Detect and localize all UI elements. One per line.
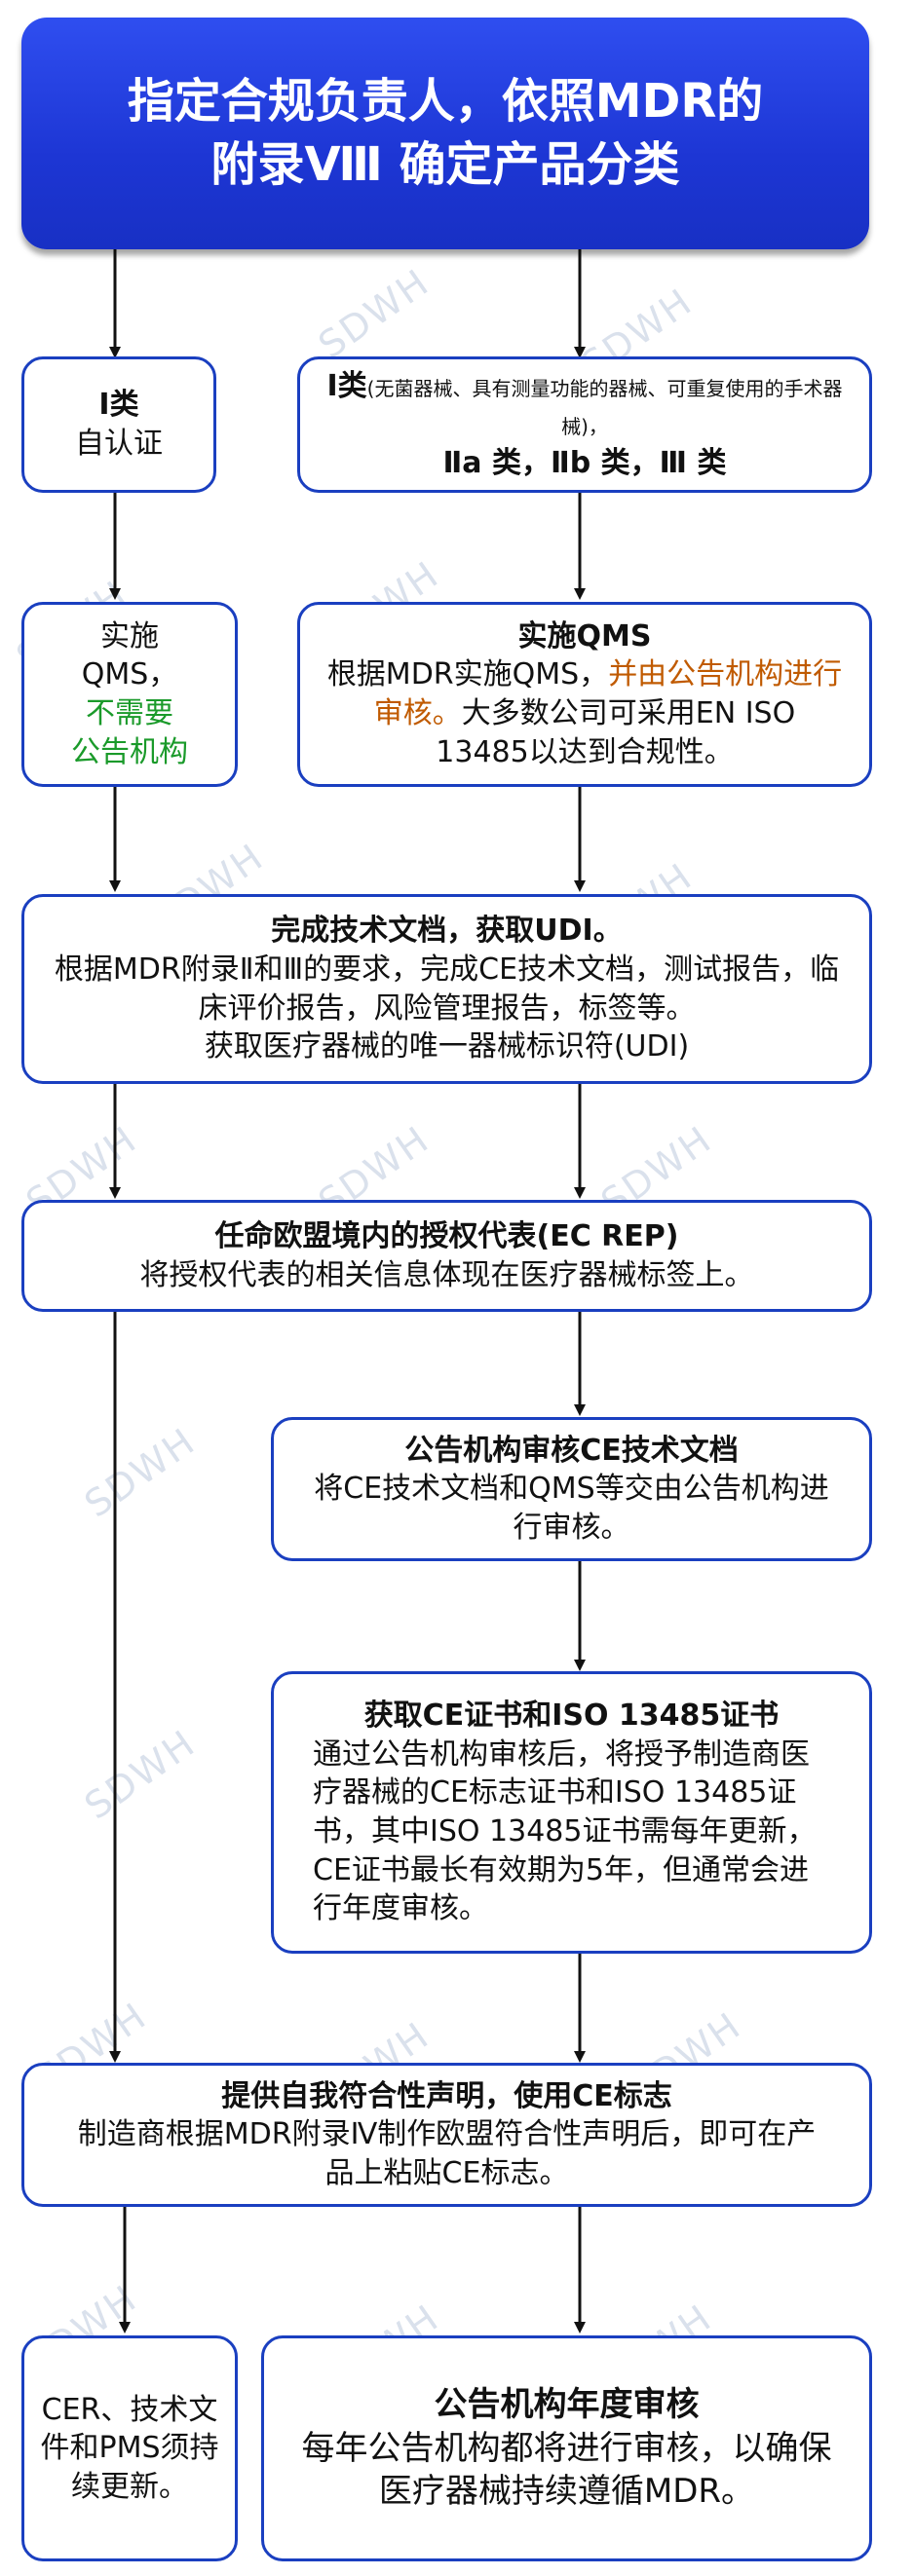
qms-right-text-a: 根据MDR实施QMS， (326, 657, 609, 692)
qms-right-text-orange: 并由公告机构进行审核。 (373, 657, 843, 730)
ec-rep-line: 将授权代表的相关信息体现在医疗器械标签上。 (139, 1257, 754, 1292)
class-i-title: Ⅰ类 (98, 388, 139, 423)
qms-no-nb-box: 实施 QMS， 不需要 公告机构 (21, 602, 238, 787)
qms-left-line2: QMS， (81, 657, 178, 692)
qms-with-nb-box: 实施QMS 根据MDR实施QMS，并由公告机构进行审核。大多数公司可采用EN I… (297, 602, 872, 787)
tech-docs-line2: 获取医疗器械的唯一器械标识符(UDI) (204, 1029, 690, 1064)
nb-review-box: 公告机构审核CE技术文档 将CE技术文档和QMS等交由公告机构进行审核。 (271, 1417, 872, 1561)
class-i-self-cert-box: Ⅰ类 自认证 (21, 356, 216, 493)
tech-docs-box: 完成技术文档，获取UDI。 根据MDR附录Ⅱ和Ⅲ的要求，完成CE技术文档，测试报… (21, 894, 872, 1084)
declaration-line: 制造商根据MDR附录Ⅳ制作欧盟符合性声明后，即可在产品上粘贴CE标志。 (77, 2117, 817, 2190)
qms-right-text-b: 大多数公司可采用EN ISO 13485以达到合规性。 (436, 696, 796, 769)
qms-left-green1: 不需要 (86, 696, 173, 730)
annual-audit-line: 每年公告机构都将进行审核，以确保医疗器械持续遵循MDR。 (301, 2428, 832, 2512)
class-i-special-title: Ⅰ类 (326, 368, 367, 403)
qms-right-title: 实施QMS (517, 618, 652, 653)
tech-docs-line1: 根据MDR附录Ⅱ和Ⅲ的要求，完成CE技术文档，测试报告，临床评价报告，风险管理报… (54, 952, 840, 1026)
class-i-self-cert-text: 自认证 (75, 427, 163, 461)
qms-left-line1: 实施 (100, 618, 159, 653)
tech-docs-title: 完成技术文档，获取UDI。 (271, 914, 623, 949)
certificates-box: 获取CE证书和ISO 13485证书 通过公告机构审核后，将授予制造商医疗器械的… (271, 1671, 872, 1954)
continuous-update-box: CER、技术文件和PMS须持续更新。 (21, 2335, 238, 2561)
class-others-box: Ⅰ类(无菌器械、具有测量功能的器械、可重复使用的手术器械)， Ⅱa 类，Ⅱb 类… (297, 356, 872, 493)
certificates-line: 通过公告机构审核后，将授予制造商医疗器械的CE标志证书和ISO 13485证书，… (313, 1736, 817, 1926)
title-line-1: 指定合规负责人，依照MDR的 (127, 74, 764, 130)
certificates-title: 获取CE证书和ISO 13485证书 (363, 1699, 780, 1734)
class-i-special-note: (无菌器械、具有测量功能的器械、可重复使用的手术器械)， (366, 376, 843, 439)
declaration-box: 提供自我符合性声明，使用CE标志 制造商根据MDR附录Ⅳ制作欧盟符合性声明后，即… (21, 2063, 872, 2207)
ec-rep-box: 任命欧盟境内的授权代表(EC REP) 将授权代表的相关信息体现在医疗器械标签上… (21, 1200, 872, 1312)
ec-rep-title: 任命欧盟境内的授权代表(EC REP) (214, 1218, 679, 1253)
title-line-2: 附录Ⅷ 确定产品分类 (210, 137, 680, 192)
annual-audit-title: 公告机构年度审核 (434, 2384, 700, 2424)
qms-left-green2: 公告机构 (71, 734, 188, 769)
nb-review-line: 将CE技术文档和QMS等交由公告机构进行审核。 (314, 1472, 829, 1545)
continuous-update-line: CER、技术文件和PMS须持续更新。 (40, 2392, 219, 2504)
title-box: 指定合规负责人，依照MDR的 附录Ⅷ 确定产品分类 (21, 18, 869, 249)
nb-review-title: 公告机构审核CE技术文档 (404, 1433, 739, 1468)
class-ii-iii-line: Ⅱa 类，Ⅱb 类，Ⅲ 类 (442, 445, 727, 480)
declaration-title: 提供自我符合性声明，使用CE标志 (221, 2078, 672, 2113)
annual-audit-box: 公告机构年度审核 每年公告机构都将进行审核，以确保医疗器械持续遵循MDR。 (261, 2335, 872, 2561)
